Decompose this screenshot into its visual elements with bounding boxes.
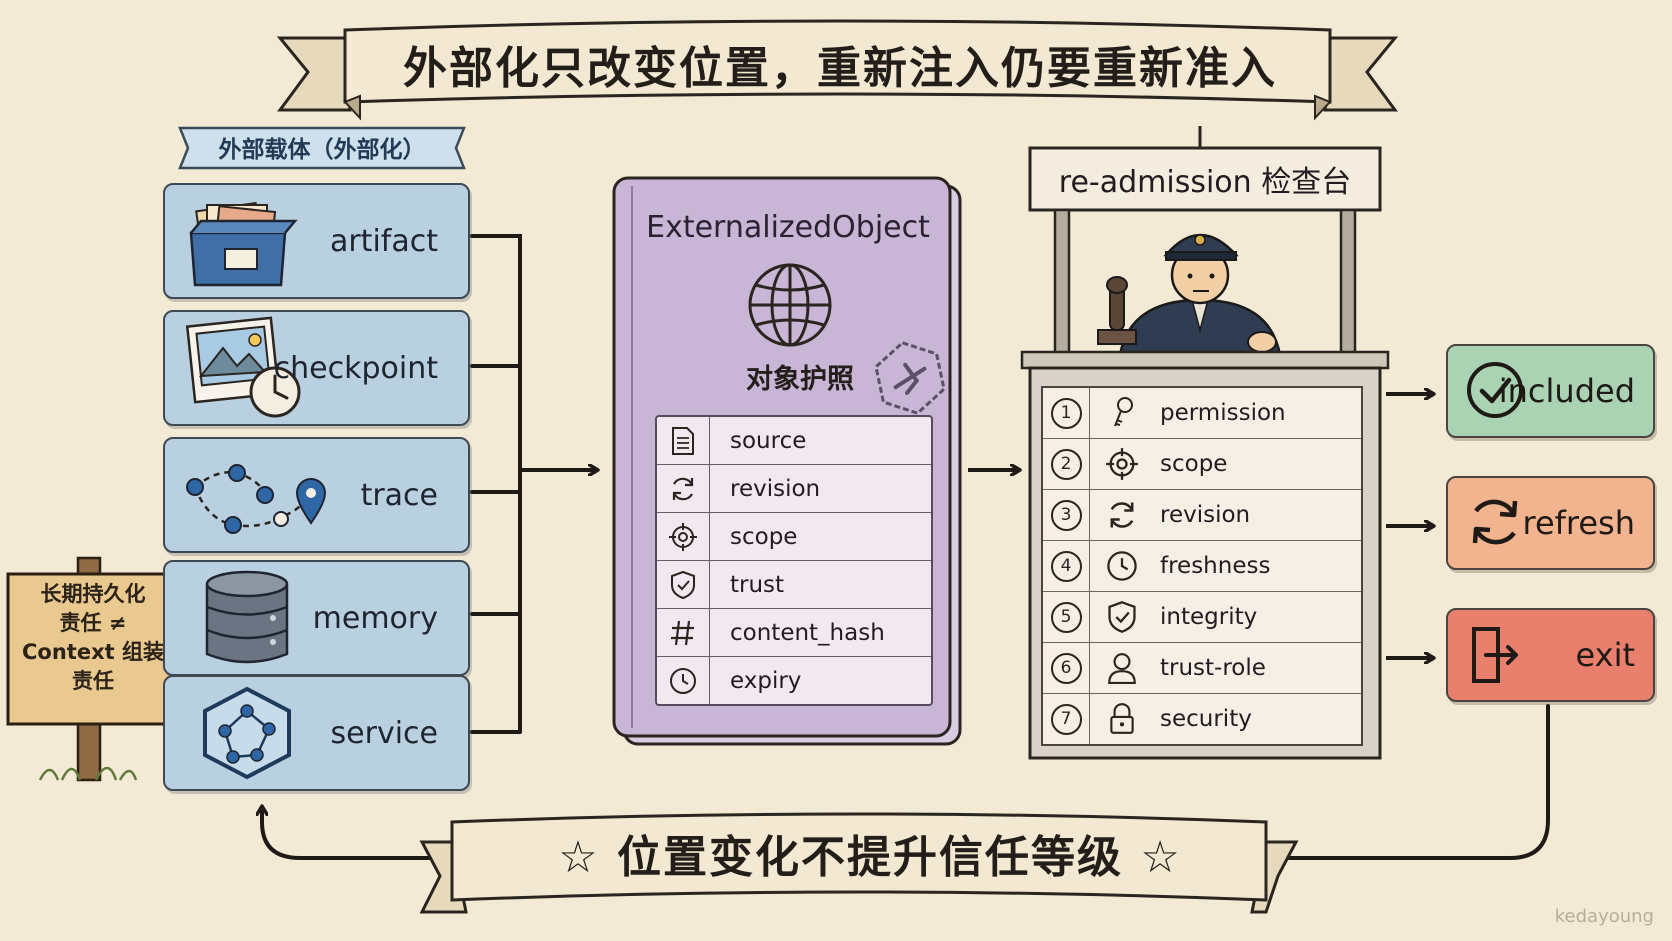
field-label: source — [730, 427, 807, 454]
shield-icon — [671, 570, 695, 599]
check-number: 3 — [1050, 499, 1082, 531]
passport-field-scope: scope — [657, 513, 931, 561]
source-label-trace: trace — [360, 477, 438, 513]
readmission-check-table: 1 permission 2 scope 3 revision 4 freshn… — [1041, 386, 1363, 746]
watermark: kedayoung — [1554, 906, 1654, 927]
outcome-label: included — [1498, 372, 1635, 410]
source-card-trace: trace — [163, 437, 470, 553]
check-label: security — [1160, 706, 1252, 732]
passport-field-table: source revision scope trust content_hash… — [655, 415, 933, 706]
outcome-arrows — [1386, 394, 1432, 658]
check-number: 6 — [1050, 652, 1082, 684]
field-label: scope — [730, 523, 798, 550]
signpost — [6, 556, 178, 782]
check-label: integrity — [1160, 604, 1258, 630]
source-card-service: service — [163, 675, 470, 791]
key-icon — [1114, 397, 1133, 427]
booth-sign: re-admission 检查台 — [1030, 148, 1380, 210]
booth-label: re-admission 检查台 — [1058, 165, 1352, 200]
check-label: scope — [1160, 451, 1228, 477]
title-ribbon — [276, 19, 1399, 121]
outcome-included: included — [1446, 344, 1655, 438]
passport-field-revision: revision — [657, 465, 931, 513]
check-row-trust-role: 6 trust-role — [1043, 643, 1361, 694]
document-icon — [672, 426, 694, 455]
signpost-line: Context 组装 — [22, 640, 164, 664]
check-row-permission: 1 permission — [1043, 388, 1361, 439]
crosshair-icon — [669, 522, 697, 551]
lock-icon — [1110, 703, 1134, 734]
signpost-line: 长期持久化 — [40, 582, 146, 606]
path-pin-icon — [186, 464, 327, 534]
refresh-icon — [672, 477, 694, 500]
check-number: 2 — [1050, 448, 1082, 480]
file-box-icon — [189, 201, 298, 287]
source-card-artifact: artifact — [163, 183, 470, 299]
check-number: 1 — [1050, 397, 1082, 429]
exit-door-icon — [1472, 627, 1518, 683]
check-row-freshness: 4 freshness — [1043, 541, 1361, 592]
shield-check-icon — [1108, 601, 1136, 633]
page-title: 外部化只改变位置，重新注入仍要重新准入 — [403, 43, 1277, 94]
passport-field-expiry: expiry — [657, 657, 931, 704]
database-icon — [205, 570, 289, 664]
field-label: expiry — [730, 667, 802, 694]
outcome-refresh: refresh — [1446, 476, 1655, 570]
field-label: trust — [730, 571, 785, 598]
source-label-banner — [178, 126, 466, 170]
check-row-integrity: 5 integrity — [1043, 592, 1361, 643]
passport-field-source: source — [657, 417, 931, 465]
passport-title: ExternalizedObject — [646, 210, 930, 245]
return-arrow — [262, 704, 1550, 860]
refresh-icon — [1472, 499, 1518, 545]
field-label: revision — [730, 475, 821, 502]
source-group-header: 外部载体（外部化） — [180, 124, 464, 170]
source-card-checkpoint: checkpoint — [163, 310, 470, 426]
check-row-security: 7 security — [1043, 694, 1361, 744]
passport-subtitle: 对象护照 — [746, 364, 854, 395]
source-label-checkpoint: checkpoint — [273, 350, 438, 386]
check-label: revision — [1160, 502, 1251, 528]
source-label-memory: memory — [312, 600, 438, 636]
source-group-label: 外部载体（外部化） — [218, 137, 426, 163]
hexagon-network-icon — [203, 686, 291, 780]
passport-field-trust: trust — [657, 561, 931, 609]
check-number: 5 — [1050, 601, 1082, 633]
check-label: freshness — [1160, 553, 1271, 579]
title-banner: 外部化只改变位置，重新注入仍要重新准入 — [340, 18, 1340, 110]
source-label-service: service — [330, 715, 438, 751]
source-label-artifact: artifact — [329, 223, 438, 259]
check-label: trust-role — [1160, 655, 1266, 681]
signpost-line: 责任 — [72, 669, 114, 693]
bottom-banner — [419, 812, 1299, 914]
check-number: 4 — [1050, 550, 1082, 582]
check-circle-icon — [1467, 362, 1523, 418]
check-label: permission — [1160, 400, 1286, 426]
passport-field-content-hash: content_hash — [657, 609, 931, 657]
airplane-stamp-icon — [874, 341, 946, 415]
outcome-label: exit — [1575, 636, 1636, 674]
check-number: 7 — [1050, 703, 1082, 735]
bottom-banner-text: ☆ 位置变化不提升信任等级 ☆ — [558, 832, 1182, 883]
clock-icon — [1107, 551, 1137, 581]
signpost-text: 长期持久化 责任 ≠ Context 组装 责任 — [10, 580, 176, 696]
check-row-scope: 2 scope — [1043, 439, 1361, 490]
source-connectors — [470, 234, 596, 734]
crosshair-icon — [1106, 448, 1138, 480]
globe-icon — [748, 263, 832, 347]
outcome-label: refresh — [1522, 504, 1636, 542]
user-icon — [1108, 653, 1136, 684]
officer-illustration — [1097, 233, 1282, 357]
hash-icon — [671, 620, 694, 645]
photo-clock-icon — [185, 316, 301, 418]
field-label: content_hash — [730, 619, 885, 646]
source-card-memory: memory — [163, 560, 470, 676]
outcome-exit: exit — [1446, 608, 1655, 702]
check-row-revision: 3 revision — [1043, 490, 1361, 541]
refresh-icon — [1110, 502, 1134, 528]
signpost-line: 责任 ≠ — [59, 611, 127, 635]
clock-icon — [670, 667, 696, 694]
